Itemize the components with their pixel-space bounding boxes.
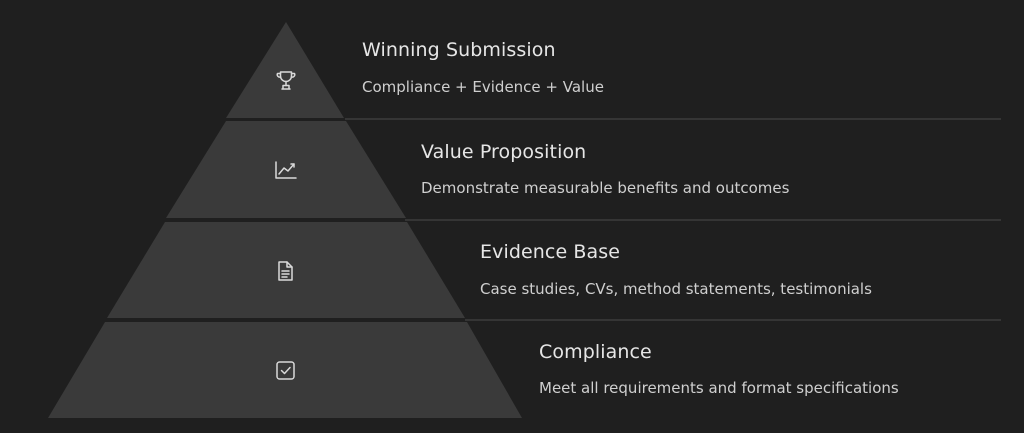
tier-4-description: Meet all requirements and format specifi…	[539, 379, 899, 397]
chart-trending-icon	[275, 161, 297, 179]
document-icon	[278, 261, 293, 281]
tier-1-description: Compliance + Evidence + Value	[362, 78, 604, 96]
tier-1-title: Winning Submission	[362, 39, 556, 61]
tier-3-title: Evidence Base	[480, 241, 621, 263]
pyramid-tier-1	[226, 22, 344, 118]
tier-3-description: Case studies, CVs, method statements, te…	[480, 280, 872, 298]
tier-4-title: Compliance	[539, 341, 652, 363]
pyramid-tier-3	[107, 222, 465, 318]
pyramid-tier-4	[48, 322, 522, 418]
tier-2-title: Value Proposition	[421, 141, 587, 163]
checkbox-icon	[276, 361, 295, 380]
tier-2-description: Demonstrate measurable benefits and outc…	[421, 179, 790, 197]
trophy-icon	[276, 71, 296, 90]
